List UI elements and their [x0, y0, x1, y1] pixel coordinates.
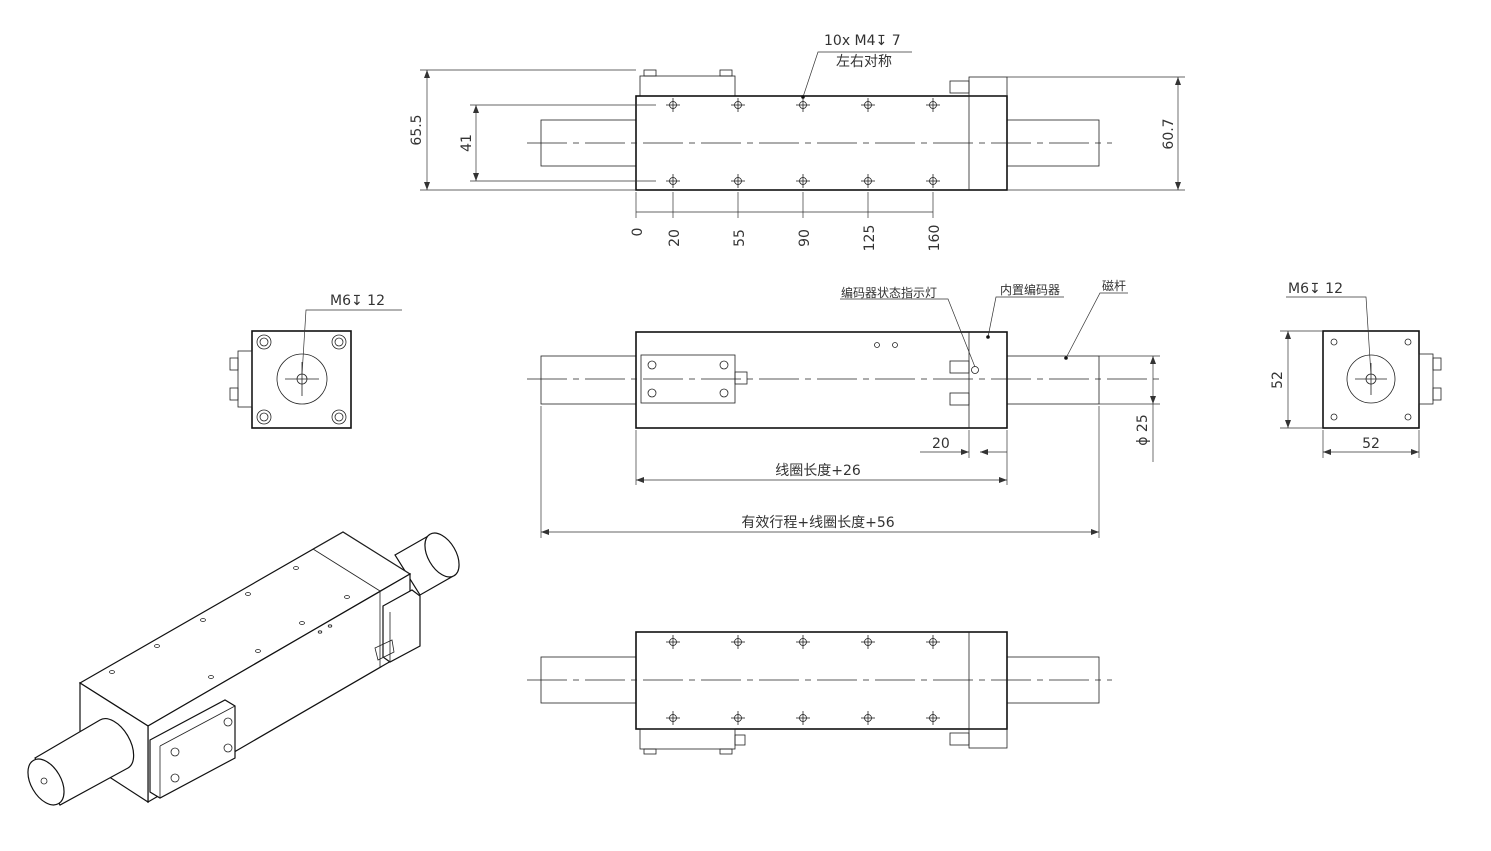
- x-pos-0: 0: [630, 228, 646, 237]
- dim-height-right: 60.7: [1161, 118, 1177, 149]
- dim-right-width: 52: [1362, 436, 1380, 452]
- bottom-view: [527, 631, 1112, 755]
- label-magnetic-rod: 磁杆: [1102, 278, 1126, 293]
- x-pos-55: 55: [732, 229, 748, 247]
- dim-total-length: 有效行程+线圈长度+56: [741, 515, 894, 531]
- dim-end-length: 20: [932, 436, 950, 452]
- hole-note: 10x M4↧ 7: [824, 33, 901, 49]
- x-pos-160: 160: [927, 225, 943, 252]
- dim-right-height: 52: [1270, 371, 1286, 389]
- label-encoder-led: 编码器状态指示灯: [841, 285, 937, 300]
- dim-rod-diameter: ϕ 25: [1135, 414, 1151, 446]
- left-end-view: M6↧ 12: [229, 293, 402, 429]
- mounting-holes: [666, 98, 940, 188]
- isometric-view: [27, 531, 460, 806]
- dim-height-total: 65.5: [409, 114, 425, 145]
- right-end-view: M6↧ 12 52 52: [1270, 281, 1442, 458]
- front-view: 编码器状态指示灯 内置编码器 磁杆 ϕ 25 20 线圈长度+26 有效行程+线…: [527, 278, 1160, 538]
- hole-note-symmetric: 左右对称: [836, 54, 892, 70]
- x-pos-20: 20: [667, 229, 683, 247]
- dim-coil-length: 线圈长度+26: [775, 463, 861, 479]
- dim-hole-spacing: 41: [459, 134, 475, 152]
- right-thread-note: M6↧ 12: [1288, 281, 1343, 297]
- left-thread-note: M6↧ 12: [330, 293, 385, 309]
- top-view: 10x M4↧ 7 左右对称 65.5 41 60.7 0 20 55 90 1…: [409, 33, 1185, 251]
- label-internal-encoder: 内置编码器: [1000, 282, 1060, 297]
- x-pos-125: 125: [862, 225, 878, 252]
- x-pos-90: 90: [797, 229, 813, 247]
